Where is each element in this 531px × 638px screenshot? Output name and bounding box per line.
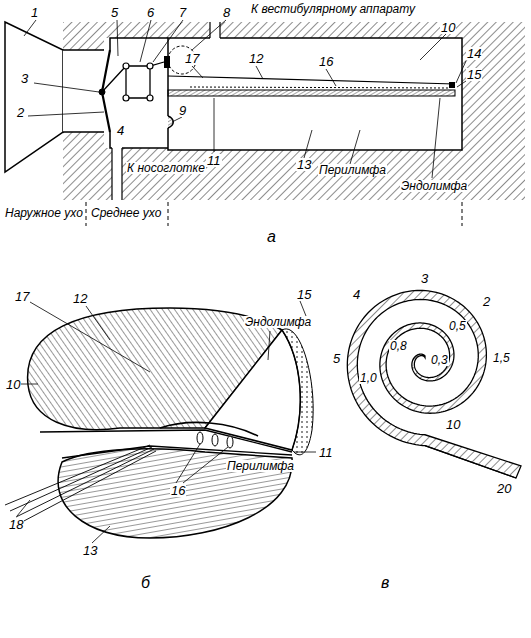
ossicles [102,62,164,98]
ossicle-joint [123,63,129,69]
callout-number: 1,5 [492,352,511,364]
helicotrema-end [449,82,455,88]
callout-number: 2 [482,295,491,308]
ear-canal [63,50,110,132]
spiral-band [347,290,521,478]
callout-number: 6 [146,6,155,19]
callout-number: 10 [445,418,461,431]
callout-number: 16 [170,484,186,497]
callout-number: 11 [318,446,334,459]
callout-number: 3 [420,272,429,285]
leader-lines [24,20,466,178]
tectorial-membrane [160,422,258,436]
callout-number: 0,5 [448,320,467,332]
callout-number: 10 [5,378,21,391]
bone-hatching [63,22,525,200]
ossicle-joint [147,63,153,69]
panel-letter: б [140,575,151,591]
nasopharynx-channel-wall [112,148,122,200]
middle-ear-wall [110,38,168,148]
region-label: Эндолимфа [244,316,312,328]
region-label: К вестибулярному аппарату [250,3,416,15]
callout-number: 9 [178,104,187,117]
callout-number: 17 [184,52,200,65]
callout-number: 12 [72,292,88,305]
callout-number: 11 [206,154,222,167]
nasopharynx-channel [112,146,122,200]
callout-number: 7 [178,6,187,19]
callout-number: 5 [110,6,119,19]
ear-schematic [5,20,525,226]
callout-number: 18 [8,518,24,531]
callout-number: 17 [14,290,30,303]
callout-number: 14 [466,47,482,60]
spiral-ligament [282,329,313,455]
callout-number: 16 [318,55,334,68]
callout-number: 10 [440,21,456,34]
callout-number: 20 [496,482,512,495]
callout-number: 15 [296,288,312,301]
nerve-fibers [5,445,156,522]
basilar-membrane [168,90,455,96]
panel-letter: а [266,229,277,245]
callout-number: 4 [116,124,125,137]
callout-number: 13 [82,544,98,557]
callout-number: 12 [248,52,264,65]
ossicle-joint [147,95,153,101]
ossicle-joint [123,95,129,101]
region-label: Среднее ухо [90,207,162,219]
callout-number: 5 [332,352,341,365]
callout-number: 4 [352,288,361,301]
callout-number: 0,3 [430,354,449,366]
vestibular-channel [210,22,220,40]
hair-cell [227,436,233,448]
hair-cells [190,87,450,88]
region-label: К носоглотке [126,162,206,174]
cochlea-wall [168,38,462,150]
callout-number: 13 [296,158,312,171]
hair-cell [212,434,218,446]
callout-number: 1,0 [359,372,378,384]
region-label: Эндолимфа [400,180,468,192]
cochlea-section [5,301,316,543]
leader-lines [17,301,316,543]
hair-cell [197,432,203,444]
panel-letter: в [380,575,390,591]
region-divider [86,202,462,226]
region-label: Перилимфа [318,164,387,176]
callout-number: 3 [20,72,29,85]
ossicle-joint [99,89,105,95]
cochlear-duct [205,330,300,450]
outer-ear-funnel [5,22,63,172]
region-label: Перилимфа [226,460,295,472]
callout-number: 1 [30,6,39,19]
ear-canal-wall [63,50,110,132]
callout-number: 8 [222,6,231,19]
callout-number: 0,8 [389,340,408,352]
cochlea-cavity [168,38,462,150]
callout-number: 2 [16,106,25,119]
callout-number: 15 [466,68,482,81]
region-label: Наружное ухо [4,207,84,219]
cochlea-spiral [347,290,521,478]
reissner-membrane [168,76,455,84]
spiral-tail [425,446,516,478]
